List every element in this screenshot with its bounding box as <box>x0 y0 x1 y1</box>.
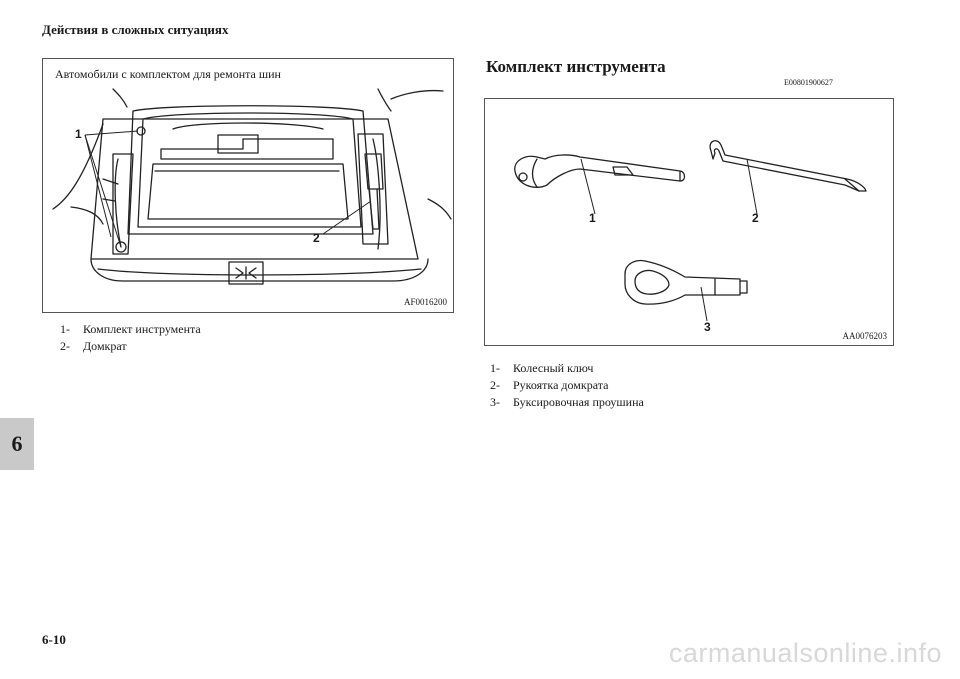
legend-item: 1- Комплект инструмента <box>60 321 201 338</box>
trunk-illustration <box>52 88 452 285</box>
legend-text: Рукоятка домкрата <box>513 378 609 392</box>
legend-number: 2- <box>490 378 500 392</box>
legend-number: 2- <box>60 339 70 353</box>
callout-2: 2 <box>313 231 320 245</box>
legend-item: 3- Буксировочная проушина <box>490 394 644 411</box>
legend-text: Колесный ключ <box>513 361 594 375</box>
section-title: Комплект инструмента <box>486 57 666 76</box>
figure-caption: Автомобили с комплектом для ремонта шин <box>55 67 281 81</box>
chapter-tab: 6 <box>0 418 34 470</box>
right-figure-legend: 1- Колесный ключ 2- Рукоятка домкрата 3-… <box>490 360 644 411</box>
section-code: E00801900627 <box>784 78 833 87</box>
tool-kit-illustration <box>514 140 867 322</box>
page-number: 6-10 <box>42 632 66 647</box>
legend-number: 1- <box>490 361 500 375</box>
figure-code: AA0076203 <box>842 331 888 341</box>
legend-item: 2- Рукоятка домкрата <box>490 377 644 394</box>
callout-1: 1 <box>75 127 82 141</box>
tool-kit-figure: 1 2 3 AA0076203 <box>484 98 894 346</box>
legend-item: 1- Колесный ключ <box>490 360 644 377</box>
trunk-illustration-figure: Автомобили с комплектом для ремонта шин <box>42 58 454 313</box>
legend-text: Домкрат <box>83 339 127 353</box>
callout-1: 1 <box>589 211 596 225</box>
page-header-title: Действия в сложных ситуациях <box>42 22 229 37</box>
chapter-tab-label: 6 <box>11 431 23 456</box>
watermark: carmanualsonline.info <box>668 638 942 668</box>
legend-text: Комплект инструмента <box>83 322 201 336</box>
figure-code: AF0016200 <box>403 297 447 307</box>
legend-item: 2- Домкрат <box>60 338 201 355</box>
callout-3: 3 <box>704 320 711 334</box>
callout-2: 2 <box>752 211 759 225</box>
legend-text: Буксировочная проушина <box>513 395 644 409</box>
left-figure-legend: 1- Комплект инструмента 2- Домкрат <box>60 321 201 355</box>
legend-number: 1- <box>60 322 70 336</box>
legend-number: 3- <box>490 395 500 409</box>
